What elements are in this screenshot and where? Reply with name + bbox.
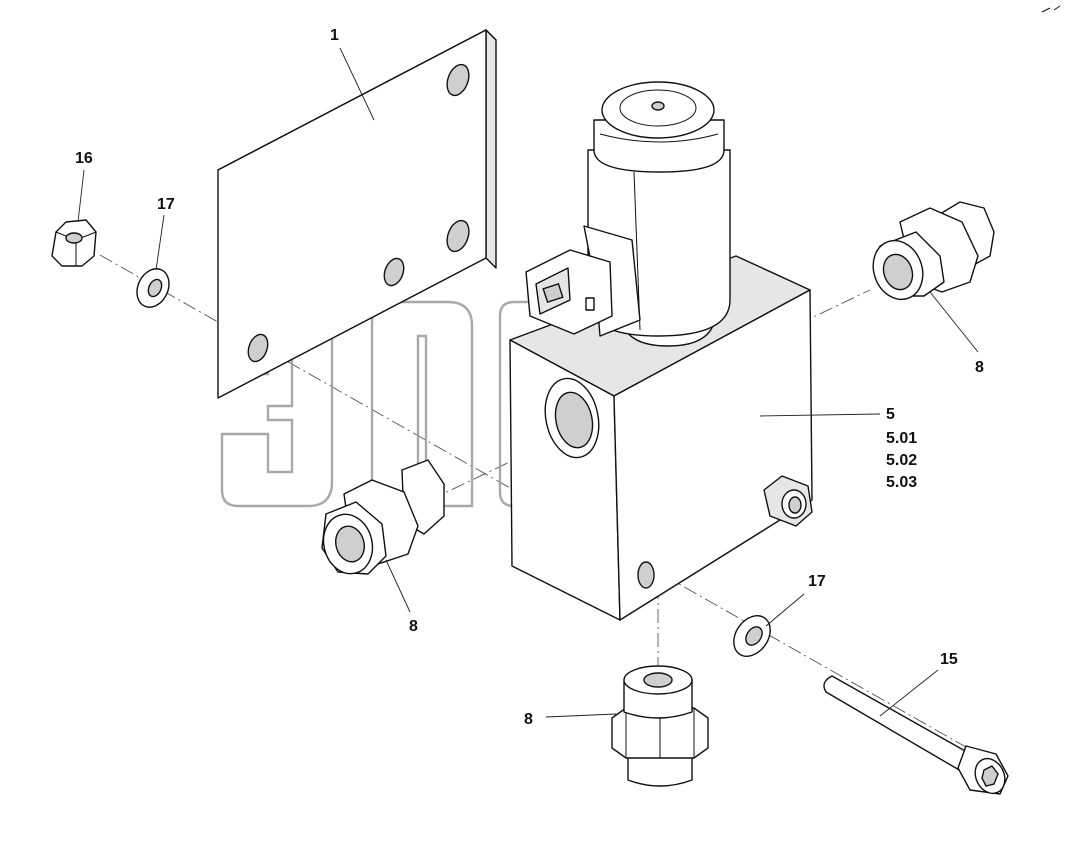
washer-left (136, 268, 170, 308)
washer-right (733, 615, 771, 657)
socket-head-bolt (823, 675, 1009, 795)
callout-fitting-bottom: 8 (524, 711, 533, 728)
fitting-left (321, 459, 445, 575)
callout-fitting-right: 8 (975, 359, 984, 376)
valve-block (509, 255, 813, 621)
callout-plate: 1 (330, 27, 339, 44)
callout-washer-left: 17 (157, 196, 175, 213)
callout-labels: 1 16 17 8 5 5.01 5.02 5.03 8 17 8 15 (75, 27, 984, 728)
callout-washer-right: 17 (808, 573, 826, 590)
electrical-connector (525, 225, 641, 337)
fitting-right (872, 201, 995, 301)
hex-nut (51, 219, 97, 267)
corner-mark (1041, 5, 1061, 13)
callout-fitting-left: 8 (409, 618, 418, 635)
callout-valve-block-main: 5 (886, 406, 895, 423)
fitting-bottom (611, 665, 709, 787)
callout-bolt: 15 (940, 651, 958, 668)
callout-nut: 16 (75, 150, 93, 167)
callout-valve-block-variant-2: 5.02 (886, 452, 917, 469)
callout-valve-block-variant-3: 5.03 (886, 474, 917, 491)
leader-lines (77, 47, 979, 718)
mounting-plate (217, 29, 497, 399)
callout-valve-block-variant-1: 5.01 (886, 430, 917, 447)
